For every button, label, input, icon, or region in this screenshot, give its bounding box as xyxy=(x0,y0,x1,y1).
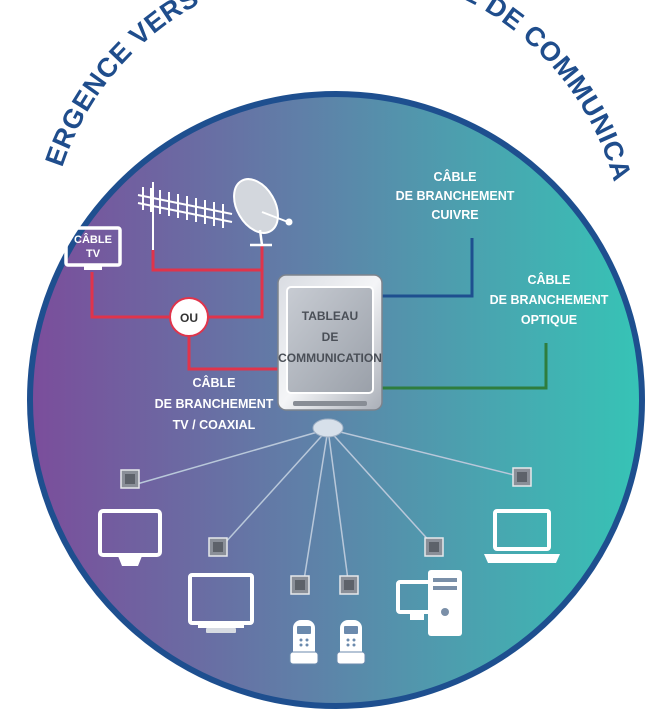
tv-screen-icon: CÂBLE TV xyxy=(64,226,122,270)
distribution-spokes xyxy=(129,428,523,581)
tv-box-line-1: CÂBLE xyxy=(74,233,112,246)
coaxial-line-1: CÂBLE xyxy=(192,375,235,390)
television-icon xyxy=(188,573,254,633)
wall-socket-icon xyxy=(120,469,140,489)
antenna-icon xyxy=(137,182,233,250)
coax-to-panel xyxy=(187,335,278,371)
wall-sockets xyxy=(120,467,532,595)
wall-socket-icon xyxy=(208,537,228,557)
communication-panel: TABLEAU DE COMMUNICATION xyxy=(277,274,383,411)
cordless-phone-icon xyxy=(336,620,366,665)
label-coaxial: CÂBLE DE BRANCHEMENT TV / COAXIAL xyxy=(155,375,274,432)
wall-socket-icon xyxy=(424,537,444,557)
distribution-hub xyxy=(312,418,344,438)
desktop-computer-icon xyxy=(396,570,462,636)
satellite-dish-icon xyxy=(233,178,293,247)
ou-node: OU xyxy=(169,297,209,337)
optique-line-2: DE BRANCHEMENT xyxy=(490,293,609,307)
cuivre-line-1: CÂBLE xyxy=(433,169,476,184)
copper-cable xyxy=(382,238,474,298)
monitor-icon xyxy=(98,509,162,566)
laptop-icon xyxy=(484,509,560,563)
optique-line-1: CÂBLE xyxy=(527,272,570,287)
label-cuivre: CÂBLE DE BRANCHEMENT CUIVRE xyxy=(396,169,515,222)
panel-line-2: DE xyxy=(322,330,339,344)
coaxial-line-3: TV / COAXIAL xyxy=(173,418,256,432)
wall-socket-icon xyxy=(290,575,310,595)
wall-socket-icon xyxy=(339,575,359,595)
cuivre-line-2: DE BRANCHEMENT xyxy=(396,189,515,203)
coaxial-line-2: DE BRANCHEMENT xyxy=(155,397,274,411)
coax-wiring xyxy=(90,245,278,371)
ou-label: OU xyxy=(180,311,198,325)
panel-line-3: COMMUNICATION xyxy=(278,351,382,365)
label-optique: CÂBLE DE BRANCHEMENT OPTIQUE xyxy=(490,272,609,327)
tv-box-cable xyxy=(90,272,170,319)
optic-cable xyxy=(382,343,548,390)
optique-line-3: OPTIQUE xyxy=(521,313,577,327)
panel-line-1: TABLEAU xyxy=(302,309,358,323)
tv-box-line-2: TV xyxy=(86,248,101,260)
cuivre-line-3: CUIVRE xyxy=(431,208,478,222)
wall-socket-icon xyxy=(512,467,532,487)
cordless-phone-icon xyxy=(289,620,319,665)
